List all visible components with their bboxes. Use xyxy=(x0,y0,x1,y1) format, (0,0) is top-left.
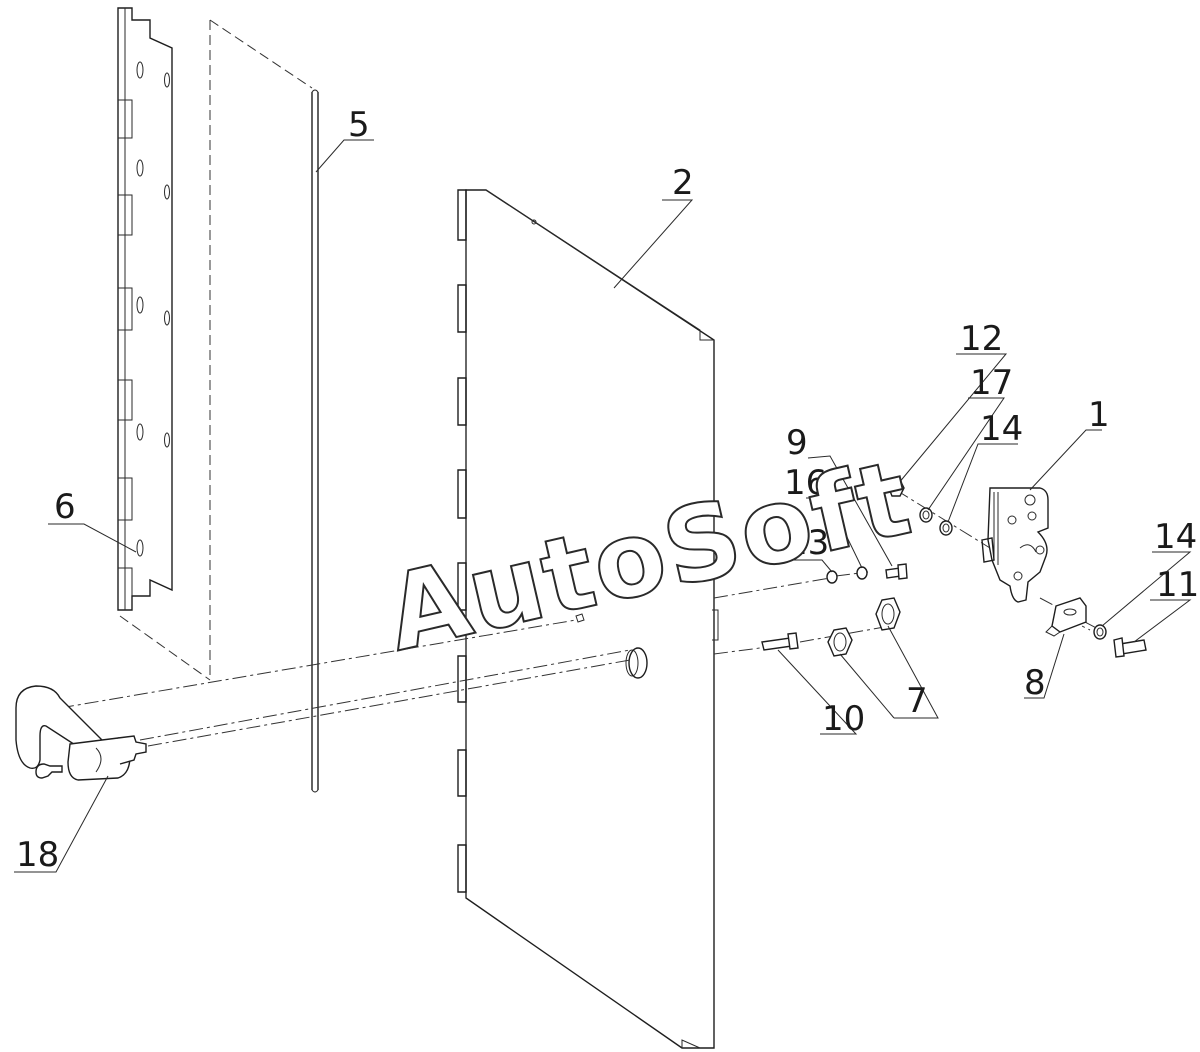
part-6-hinge-plate xyxy=(117,7,173,611)
callout-5: 5 xyxy=(348,105,370,145)
callout-8: 8 xyxy=(1024,663,1046,703)
callout-13: 13 xyxy=(786,523,829,563)
part-5-rod xyxy=(311,89,319,793)
callout-10: 10 xyxy=(822,699,865,739)
callout-9: 9 xyxy=(786,423,808,463)
callout-11: 11 xyxy=(1156,565,1199,605)
part-10-bolt xyxy=(761,632,799,651)
part-2-door-panel xyxy=(457,189,719,1049)
callout-12: 12 xyxy=(960,319,1003,359)
callout-18: 18 xyxy=(16,835,59,875)
callout-labels: 6 5 2 12 17 14 1 9 16 13 7 10 8 14 11 18 xyxy=(16,105,1199,875)
callout-16: 16 xyxy=(784,463,827,503)
callout-7: 7 xyxy=(906,681,928,721)
leader-lines xyxy=(14,139,1192,873)
callout-14-top: 14 xyxy=(980,409,1023,449)
callout-17: 17 xyxy=(970,363,1013,403)
part-18-handle xyxy=(15,685,147,781)
callout-6: 6 xyxy=(54,487,76,527)
fasteners-14-11-right xyxy=(1093,624,1147,658)
part-7-nuts xyxy=(827,597,901,657)
part-1-lock-mechanism xyxy=(981,487,1049,603)
phantom-panel-outline xyxy=(119,19,313,681)
callout-14-right: 14 xyxy=(1154,517,1197,557)
callout-2: 2 xyxy=(672,163,694,203)
callout-1: 1 xyxy=(1088,395,1110,435)
fasteners-12-17-14 xyxy=(887,479,953,536)
part-8-bracket xyxy=(1045,597,1087,637)
